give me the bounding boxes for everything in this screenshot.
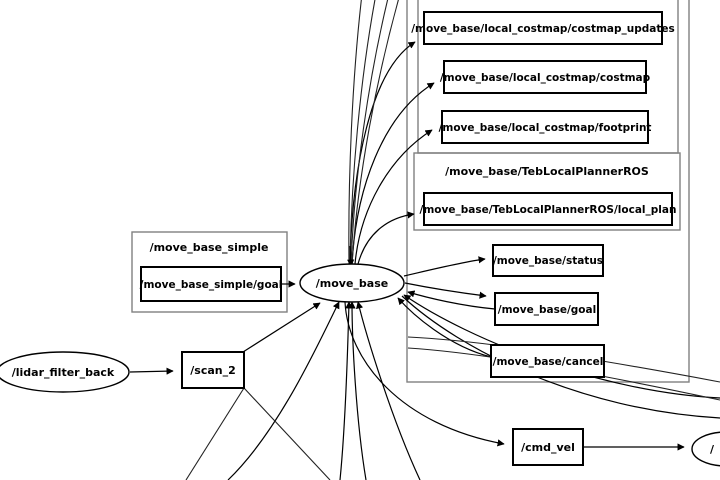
group-containers <box>131 0 690 383</box>
edge-bundle-top-3 <box>350 0 389 267</box>
edge-incoming-below-3 <box>348 301 367 480</box>
node-move-base-simple-goal-shape[interactable] <box>140 266 282 302</box>
edge-bundle-top-arrowhead <box>347 245 355 267</box>
group-teb-local-planner-ros-label: /move_base/TebLocalPlannerROS <box>445 165 649 178</box>
edge-incoming-below-1 <box>227 301 340 480</box>
node-move-base-shape[interactable] <box>299 263 405 303</box>
node-local-costmap-footprint[interactable]: /move_base/local_costmap/footprint <box>439 110 652 144</box>
edge-bundle-top-1 <box>348 0 362 265</box>
edge-scan-2-cross <box>243 387 331 480</box>
group-move-base-simple <box>131 231 288 313</box>
node-teb-local-plan-shape[interactable] <box>423 192 673 226</box>
group-move-base-outer <box>406 0 690 383</box>
node-move-base-goal[interactable]: /move_base/goal <box>494 292 599 326</box>
edge-scan-2-to-move-base <box>242 302 321 353</box>
node-local-costmap-costmap-shape[interactable] <box>443 60 647 94</box>
node-lidar-filter-back-shape[interactable] <box>0 351 130 393</box>
node-cmd-vel-shape[interactable] <box>512 428 584 466</box>
edge-move-base-to-footprint <box>354 129 433 265</box>
node-cmd-vel[interactable]: /cmd_vel <box>512 428 584 466</box>
edge-lidar-filter-back-to-scan-2 <box>129 367 174 375</box>
edge-move-base-to-goal <box>404 282 487 299</box>
node-scan-2-shape[interactable] <box>181 351 245 389</box>
edge-incoming-below-2 <box>339 301 353 480</box>
node-right-edge-clipped-shape[interactable] <box>691 431 720 467</box>
group-move-base-simple-label: /move_base_simple <box>150 241 269 254</box>
node-right-edge-clipped[interactable]: / <box>691 431 720 467</box>
edge-goal-to-move-base <box>407 290 496 310</box>
edge-bundle-top-2 <box>349 0 376 267</box>
node-move-base-cancel-shape[interactable] <box>490 344 605 378</box>
node-teb-local-plan[interactable]: /move_base/TebLocalPlannerROS/local_plan <box>420 192 677 226</box>
node-local-costmap-costmap-updates[interactable]: /move_base/local_costmap/costmap_updates <box>411 11 675 45</box>
edge-move-base-to-status <box>403 256 486 277</box>
edge-move-base-to-costmap-updates <box>349 41 416 265</box>
edge-cancel-to-move-base <box>397 297 492 358</box>
node-move-base-simple-goal[interactable]: /move_base_simple/goal <box>140 266 283 302</box>
node-local-costmap-costmap-updates-shape[interactable] <box>423 11 663 45</box>
group-teb-local-planner-ros <box>413 152 681 231</box>
graph-nodes[interactable]: /lidar_filter_back /scan_2 /move_base_si… <box>0 11 720 467</box>
node-local-costmap-costmap[interactable]: /move_base/local_costmap/costmap <box>440 60 651 94</box>
edge-cross-incoming <box>185 387 245 480</box>
edge-move-base-to-teb-local-plan <box>357 211 415 265</box>
node-move-base[interactable]: /move_base <box>299 263 405 303</box>
edge-incoming-below-4 <box>356 301 421 480</box>
node-move-base-status-shape[interactable] <box>492 244 604 277</box>
edge-move-base-to-costmap <box>351 82 435 265</box>
node-scan-2[interactable]: /scan_2 <box>181 351 245 389</box>
edge-bundle-top-4 <box>351 0 399 267</box>
node-move-base-cancel[interactable]: /move_base/cancel <box>490 344 605 378</box>
node-move-base-status[interactable]: /move_base/status <box>492 244 604 277</box>
node-lidar-filter-back[interactable]: /lidar_filter_back <box>0 351 130 393</box>
node-local-costmap-footprint-shape[interactable] <box>441 110 649 144</box>
node-move-base-goal-shape[interactable] <box>494 292 599 326</box>
